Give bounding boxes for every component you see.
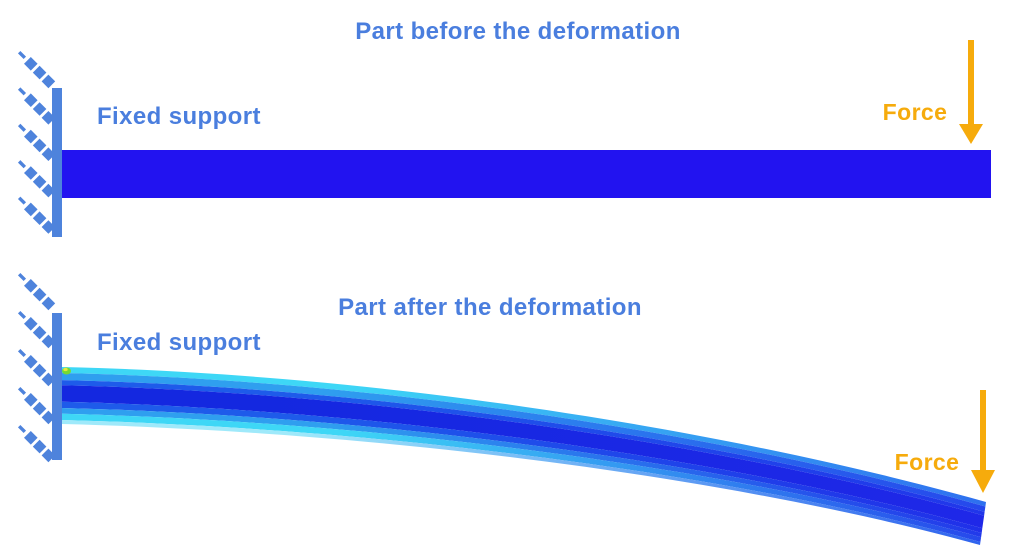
force-arrow-head — [959, 124, 983, 144]
title-after: Part after the deformation — [338, 294, 642, 321]
fixed-support-bar — [52, 313, 62, 460]
fixed-support-label-before: Fixed support — [97, 103, 261, 130]
beam-before — [62, 150, 991, 198]
force-label-before: Force — [882, 99, 948, 125]
fixed-support-bar — [52, 88, 62, 237]
fixed-support-label-after: Fixed support — [97, 329, 261, 356]
beam-after-deformed — [62, 367, 986, 545]
title-before: Part before the deformation — [355, 18, 681, 45]
force-arrow-head — [971, 470, 995, 493]
stress-band — [62, 385, 985, 529]
wall-hatch-icon — [17, 50, 56, 234]
force-arrow-icon — [971, 390, 995, 493]
stress-spot — [62, 367, 71, 375]
wall-hatch-icon — [17, 272, 56, 463]
force-arrow-icon — [959, 40, 983, 144]
force-label-after: Force — [894, 449, 960, 475]
